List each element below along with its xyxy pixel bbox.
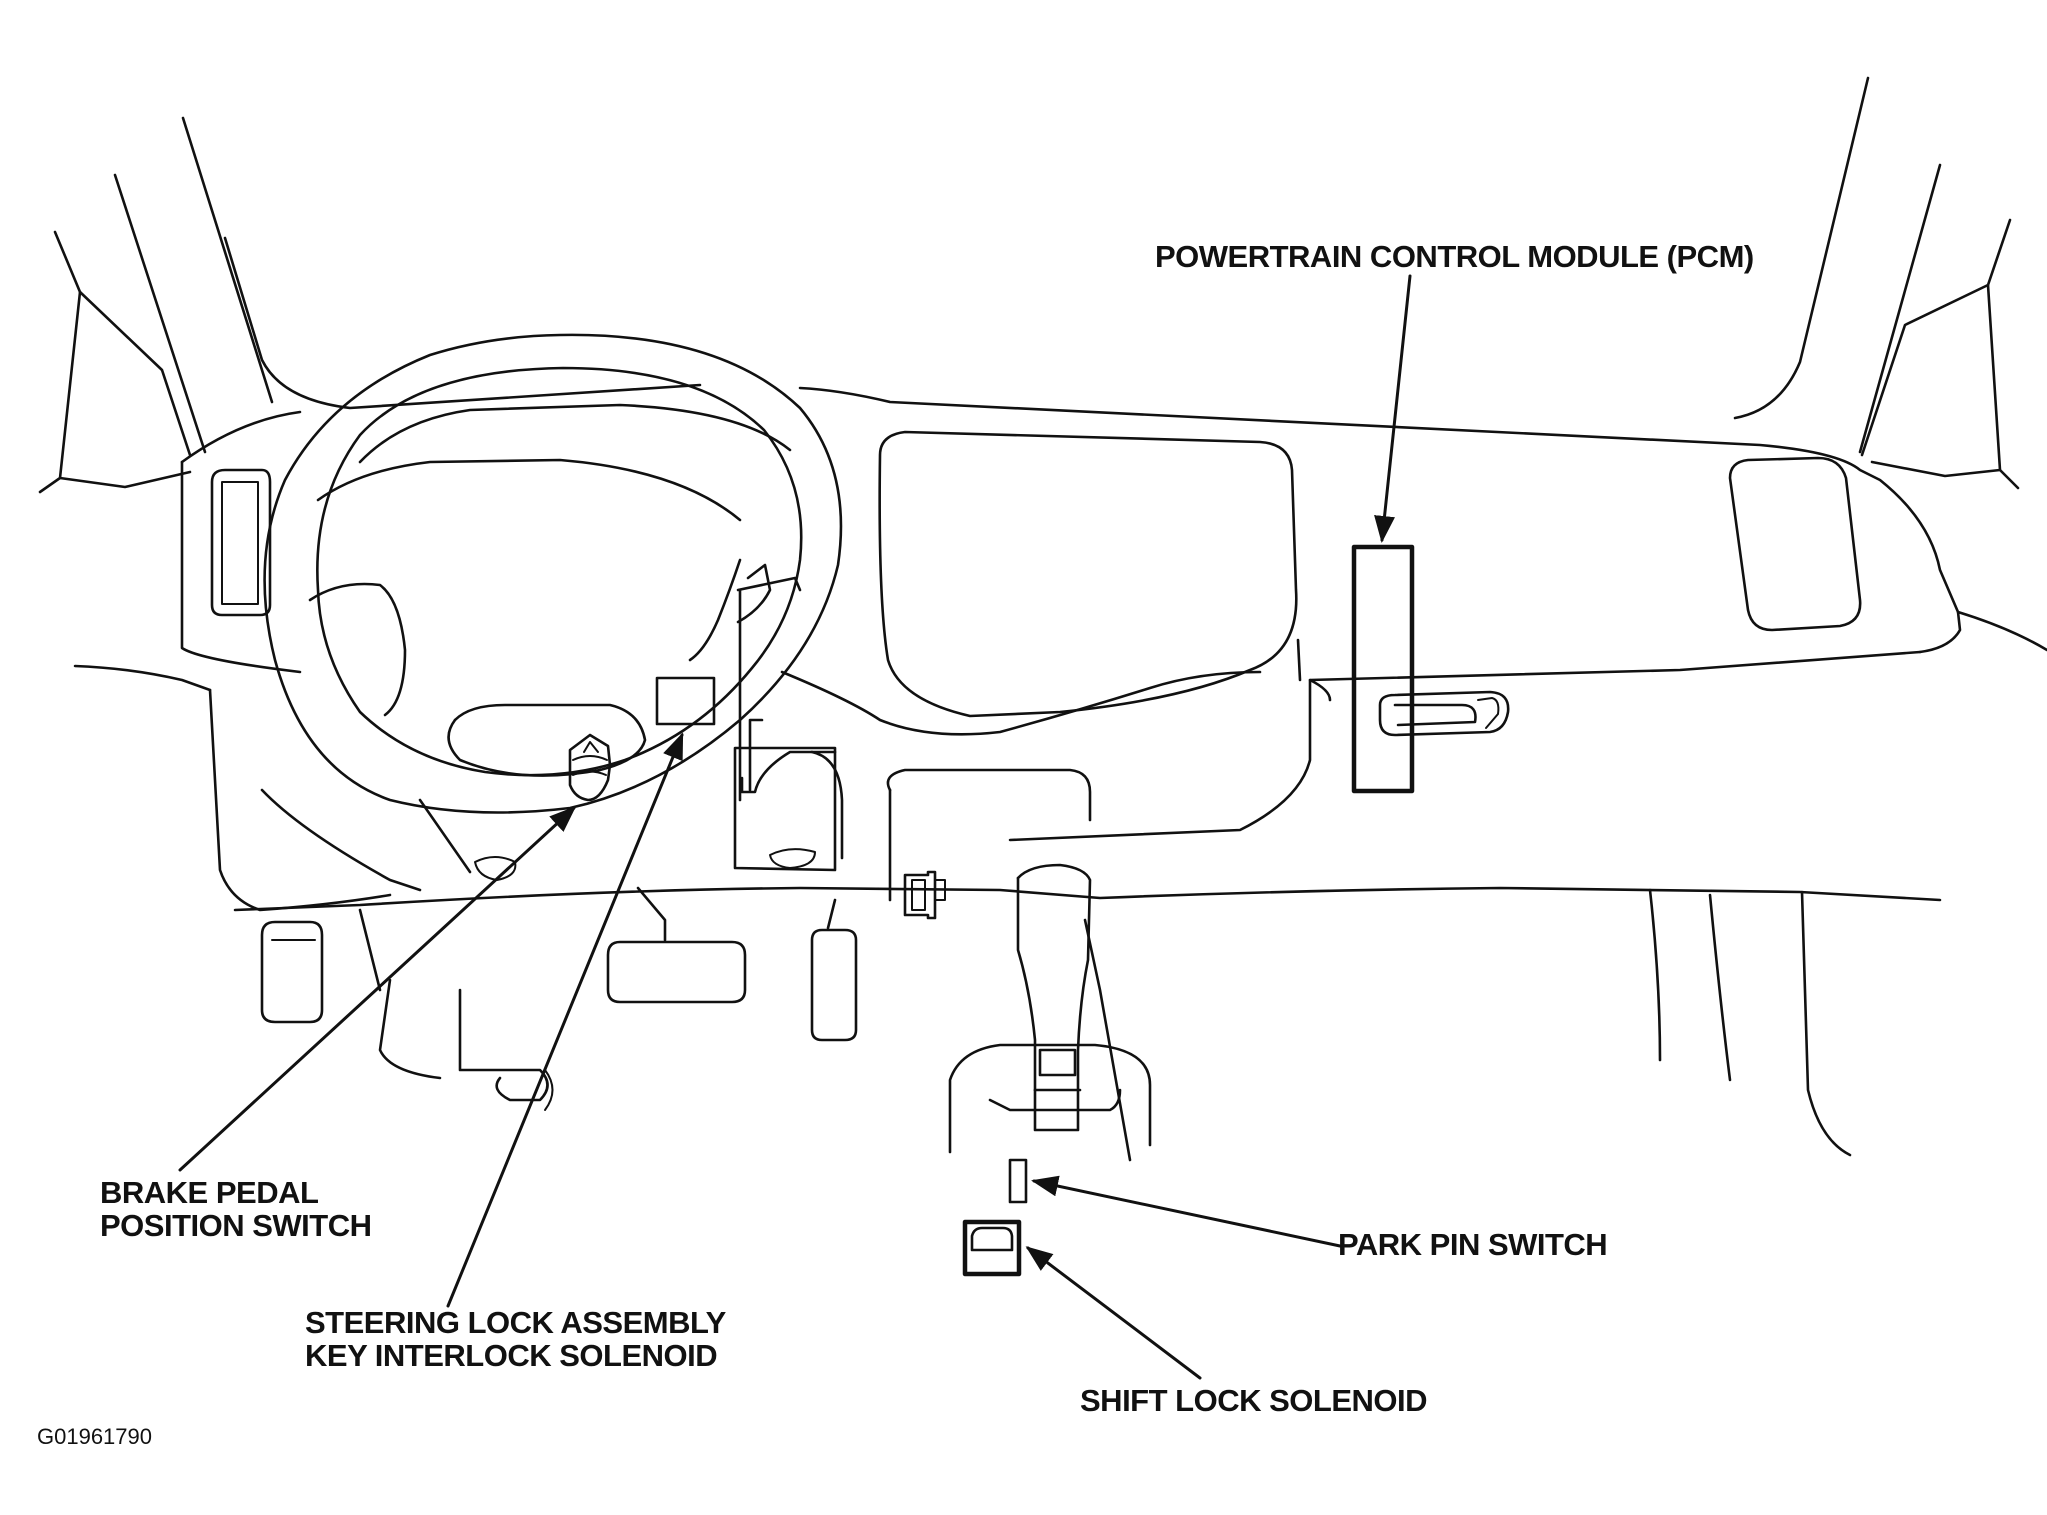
pcm-leader xyxy=(1374,274,1412,543)
steering-lock-label-line-2: KEY INTERLOCK SOLENOID xyxy=(305,1338,718,1373)
right-a-pillar xyxy=(1733,76,2020,490)
steering-lock-cylinder xyxy=(568,733,612,802)
steering-lock-label-line-1: STEERING LOCK ASSEMBLY xyxy=(305,1305,726,1340)
pcm-label: POWERTRAIN CONTROL MODULE (PCM) xyxy=(1155,239,1754,274)
accelerator-pedal xyxy=(810,898,858,1042)
brake-switch-leader xyxy=(178,805,577,1172)
brake-label-line-2: POSITION SWITCH xyxy=(100,1208,372,1243)
brake-pedal xyxy=(606,886,747,1004)
steering-wheel xyxy=(263,333,843,814)
center-switch-block xyxy=(903,870,946,920)
figure-id: G01961790 xyxy=(37,1424,152,1449)
center-console xyxy=(886,768,1152,1162)
steering-lock-leader xyxy=(446,732,684,1308)
park-pin-leader xyxy=(1031,1175,1342,1248)
shift-lever xyxy=(1016,863,1092,1132)
park-pin-switch-label: PARK PIN SWITCH xyxy=(1338,1227,1608,1262)
shift-lock-solenoid-box xyxy=(962,1219,1022,1277)
left-a-pillar xyxy=(38,116,702,494)
right-air-vent xyxy=(1728,456,1862,632)
dashboard-lower-trim xyxy=(1296,638,1732,1082)
brake-pedal-position-switch-label: BRAKE PEDAL POSITION SWITCH xyxy=(100,1176,372,1242)
brake-label-line-1: BRAKE PEDAL xyxy=(100,1175,319,1210)
shift-lock-solenoid-label: SHIFT LOCK SOLENOID xyxy=(1080,1383,1428,1418)
parking-brake-pedal xyxy=(260,908,554,1111)
pcm-box xyxy=(1351,544,1415,794)
shift-lock-leader xyxy=(1025,1246,1202,1380)
dashboard-outline xyxy=(73,386,2047,1157)
left-air-vent xyxy=(210,468,272,617)
center-stack xyxy=(733,430,1298,872)
steering-lock-label: STEERING LOCK ASSEMBLY KEY INTERLOCK SOL… xyxy=(305,1306,726,1372)
key-interlock-solenoid-box xyxy=(655,676,716,726)
park-pin-switch-box xyxy=(1008,1158,1028,1204)
glove-box-handle xyxy=(1378,690,1510,737)
steering-column-cover xyxy=(260,588,764,892)
